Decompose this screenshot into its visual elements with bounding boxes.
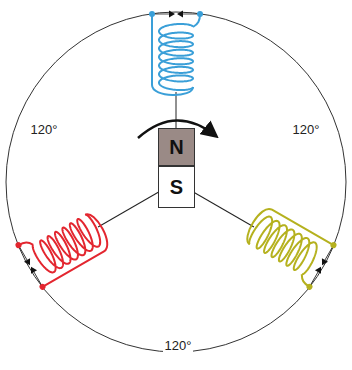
pole-letter: N — [169, 137, 183, 157]
red-coil — [14, 169, 172, 292]
terminal-arrow — [28, 265, 37, 274]
angle-label: 120° — [163, 339, 194, 353]
coil-winding — [247, 213, 321, 275]
terminal-dot — [149, 11, 155, 17]
magnet-pole: N — [158, 128, 195, 166]
terminal-dot — [38, 283, 46, 291]
coil-winding — [31, 213, 105, 275]
terminal-arrow — [319, 258, 328, 267]
axis-line — [193, 192, 254, 227]
terminal-dot — [14, 241, 22, 249]
terminal-arrow — [24, 258, 33, 267]
stator-circle — [6, 12, 346, 352]
magnet-pole: S — [158, 166, 195, 208]
angle-label: 120° — [29, 123, 60, 137]
axis-line — [98, 192, 159, 227]
coil-winding — [159, 24, 193, 90]
terminal-dot — [329, 241, 337, 249]
coil-group — [14, 11, 338, 292]
terminal-dot — [305, 283, 313, 291]
coil-lead — [22, 211, 113, 287]
coil-lead — [243, 205, 334, 281]
terminal-dot — [197, 11, 203, 17]
coil-lead — [152, 14, 193, 95]
terminal-arrow — [315, 265, 324, 274]
angle-label: 120° — [291, 123, 322, 137]
yellow-coil — [180, 169, 338, 292]
pole-letter: S — [170, 177, 183, 197]
terminal-arrow — [177, 11, 183, 18]
terminal-arrow — [169, 11, 175, 18]
